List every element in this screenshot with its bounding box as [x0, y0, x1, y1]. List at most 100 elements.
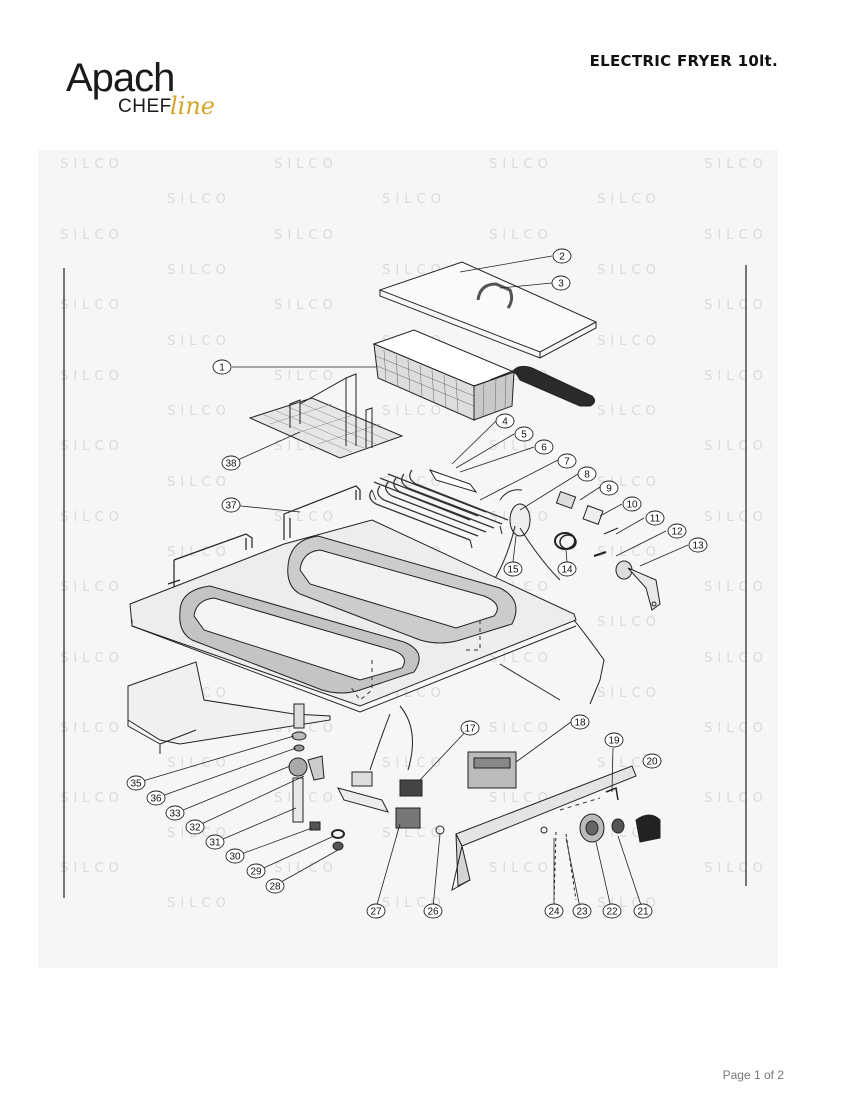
watermark-text: SILCO	[489, 439, 553, 454]
watermark-text: SILCO	[382, 192, 446, 207]
callout-28: 28	[265, 878, 285, 894]
watermark-text: SILCO	[704, 721, 768, 736]
electrical-parts	[337, 705, 517, 835]
callout-label: 35	[130, 779, 142, 790]
callout-24: 24	[544, 903, 564, 919]
lid-handle-part	[476, 282, 514, 309]
callout-label: 11	[650, 514, 661, 525]
callout-label: 29	[250, 867, 262, 878]
callout-label: 3	[558, 279, 564, 290]
watermark-text: SILCO	[489, 861, 553, 876]
watermark-text: SILCO	[597, 334, 661, 349]
callout-label: 1	[219, 363, 225, 374]
callout-bubble	[557, 561, 577, 577]
watermark-text: SILCO	[167, 192, 231, 207]
callout-label: 24	[548, 907, 560, 918]
callout-9: 9	[599, 480, 619, 496]
callout-7: 7	[557, 453, 577, 469]
callout-bubble	[423, 903, 443, 919]
callout-label: 18	[574, 718, 586, 729]
callout-bubble	[622, 496, 642, 512]
callout-4: 4	[495, 413, 515, 429]
basket-part	[372, 329, 596, 421]
callout-11: 11	[645, 510, 665, 526]
callout-label: 30	[229, 852, 241, 863]
callout-bubble	[602, 903, 622, 919]
callout-label: 23	[576, 907, 588, 918]
callout-19: 19	[604, 732, 624, 748]
callout-26: 26	[423, 903, 443, 919]
callout-bubble	[366, 903, 386, 919]
callout-bubble	[514, 426, 534, 442]
callout-bubble	[221, 455, 241, 471]
side-rail-part-2	[167, 533, 253, 590]
callout-bubble	[572, 903, 592, 919]
lid-part	[378, 261, 598, 359]
callout-18: 18	[570, 714, 590, 730]
callout-3: 3	[551, 275, 571, 291]
callout-1: 1	[212, 359, 232, 375]
watermark-text: SILCO	[274, 510, 338, 525]
watermark-text: SILCO	[597, 263, 661, 278]
callout-bubble	[577, 466, 597, 482]
watermark-text: SILCO	[489, 721, 553, 736]
callout-bubble	[534, 439, 554, 455]
watermark-text: SILCO	[167, 475, 231, 490]
callout-label: 17	[464, 724, 476, 735]
callout-31: 31	[205, 834, 225, 850]
callout-label: 7	[564, 457, 570, 468]
callout-bubble	[570, 714, 590, 730]
watermark-layer: SILCO SILCO SILCO SILCO SILCO SILCO SILCO SILCO…	[60, 157, 768, 911]
callout-5: 5	[514, 426, 534, 442]
callout-33: 33	[165, 805, 185, 821]
callout-37: 37	[221, 497, 241, 513]
watermark-text: SILCO	[167, 404, 231, 419]
callout-20: 20	[642, 753, 662, 769]
watermark-text: SILCO	[704, 861, 768, 876]
page-number: Page 1 of 2	[722, 1068, 784, 1082]
watermark-text: SILCO	[597, 404, 661, 419]
callout-bubble	[544, 903, 564, 919]
callout-label: 38	[225, 459, 237, 470]
callout-30: 30	[225, 848, 245, 864]
callout-label: 31	[209, 838, 221, 849]
callout-10: 10	[622, 496, 642, 512]
callout-label: 21	[637, 907, 649, 918]
callout-29: 29	[246, 863, 266, 879]
callout-label: 8	[584, 470, 590, 481]
callout-27: 27	[366, 903, 386, 919]
callout-6: 6	[534, 439, 554, 455]
watermark-text: SILCO	[60, 861, 124, 876]
callout-bubble	[460, 720, 480, 736]
callout-13: 13	[688, 537, 708, 553]
callout-21: 21	[633, 903, 653, 919]
watermark-text: SILCO	[274, 791, 338, 806]
fryer-body-part	[127, 519, 605, 754]
watermark-text: SILCO	[274, 228, 338, 243]
watermark-text: SILCO	[60, 580, 124, 595]
leader-lines	[135, 255, 689, 909]
callout-bubble	[495, 413, 515, 429]
watermark-text: SILCO	[489, 651, 553, 666]
logo-apach-text: Apach	[66, 56, 175, 100]
callout-label: 15	[507, 565, 519, 576]
callout-36: 36	[146, 790, 166, 806]
callout-label: 10	[626, 500, 638, 511]
watermark-text: SILCO	[382, 404, 446, 419]
callout-bubble	[552, 248, 572, 264]
watermark-text: SILCO	[382, 756, 446, 771]
watermark-text: SILCO	[60, 157, 124, 172]
watermark-text: SILCO	[489, 791, 553, 806]
watermark-text: SILCO	[274, 861, 338, 876]
watermark-text: SILCO	[704, 298, 768, 313]
logo-line-script: line	[170, 92, 216, 120]
watermark-text: SILCO	[489, 157, 553, 172]
callout-bubble	[146, 790, 166, 806]
watermark-text: SILCO	[60, 510, 124, 525]
callout-label: 2	[559, 252, 565, 263]
watermark-text: SILCO	[167, 334, 231, 349]
brand-logo: Apach CHEF line	[66, 56, 236, 126]
callout-8: 8	[577, 466, 597, 482]
callout-label: 12	[671, 527, 683, 538]
